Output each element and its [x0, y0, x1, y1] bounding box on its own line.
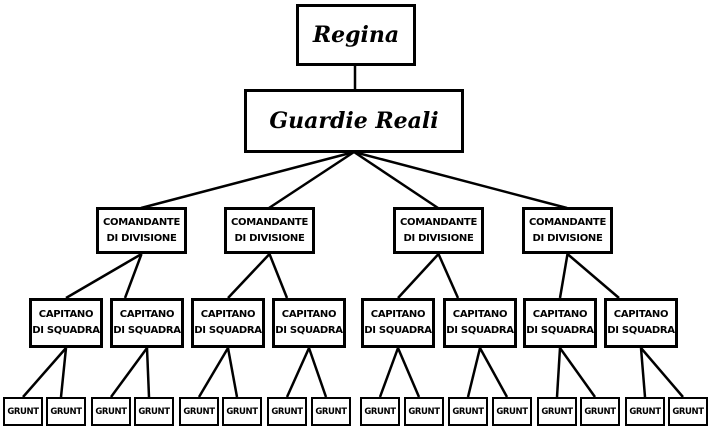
- connector: [555, 347, 562, 398]
- grunt-node: GRUNT: [537, 397, 577, 426]
- royal-guards-node: Guardie Reali: [244, 89, 464, 153]
- connector: [307, 347, 328, 398]
- grunt-node: GRUNT: [3, 397, 43, 426]
- grunt-node: GRUNT: [580, 397, 620, 426]
- connector: [353, 150, 568, 210]
- connector: [285, 347, 311, 398]
- connector: [378, 347, 400, 398]
- connector: [566, 253, 620, 299]
- connector: [227, 253, 271, 299]
- connector: [397, 253, 440, 299]
- connector: [65, 252, 143, 300]
- division-commander-node: COMANDANTE DI DIVISIONE: [522, 207, 613, 254]
- division-commander-node: COMANDANTE DI DIVISIONE: [224, 207, 315, 254]
- connector: [466, 347, 482, 398]
- connector: [59, 347, 68, 398]
- squad-captain-node: CAPITANO DI SQUADRA: [523, 298, 597, 348]
- grunt-node: GRUNT: [46, 397, 86, 426]
- grunt-node: GRUNT: [179, 397, 219, 426]
- squad-captain-node: CAPITANO DI SQUADRA: [191, 298, 265, 348]
- connector: [558, 347, 597, 398]
- connector: [226, 347, 239, 398]
- connector: [478, 347, 509, 398]
- division-commander-node: COMANDANTE DI DIVISIONE: [393, 207, 484, 254]
- connector: [396, 347, 421, 398]
- connector: [22, 347, 67, 398]
- squad-captain-node: CAPITANO DI SQUADRA: [361, 298, 435, 348]
- connector: [123, 253, 143, 299]
- squad-captain-node: CAPITANO DI SQUADRA: [110, 298, 184, 348]
- grunt-node: GRUNT: [492, 397, 532, 426]
- queen-node: Regina: [296, 4, 416, 66]
- connector: [109, 347, 149, 398]
- connector: [437, 253, 460, 299]
- grunt-node: GRUNT: [448, 397, 488, 426]
- squad-captain-node: CAPITANO DI SQUADRA: [29, 298, 103, 348]
- grunt-node: GRUNT: [222, 397, 262, 426]
- grunt-node: GRUNT: [134, 397, 174, 426]
- grunt-node: GRUNT: [360, 397, 400, 426]
- grunt-node: GRUNT: [91, 397, 131, 426]
- connector: [140, 150, 355, 210]
- grunt-node: GRUNT: [267, 397, 307, 426]
- grunt-node: GRUNT: [311, 397, 351, 426]
- connector: [197, 347, 230, 398]
- division-commander-node: COMANDANTE DI DIVISIONE: [96, 207, 187, 254]
- connector: [268, 150, 355, 210]
- grunt-node: GRUNT: [625, 397, 665, 426]
- grunt-node: GRUNT: [668, 397, 708, 426]
- squad-captain-node: CAPITANO DI SQUADRA: [272, 298, 346, 348]
- connector-group: [22, 347, 684, 398]
- squad-captain-node: CAPITANO DI SQUADRA: [443, 298, 517, 348]
- connector: [639, 347, 647, 398]
- connector: [268, 253, 289, 299]
- squad-captain-node: CAPITANO DI SQUADRA: [604, 298, 678, 348]
- connector: [145, 347, 151, 398]
- connector-group: [65, 252, 620, 300]
- connector: [353, 150, 439, 210]
- grunt-node: GRUNT: [404, 397, 444, 426]
- connector: [640, 347, 684, 398]
- connector: [558, 253, 569, 299]
